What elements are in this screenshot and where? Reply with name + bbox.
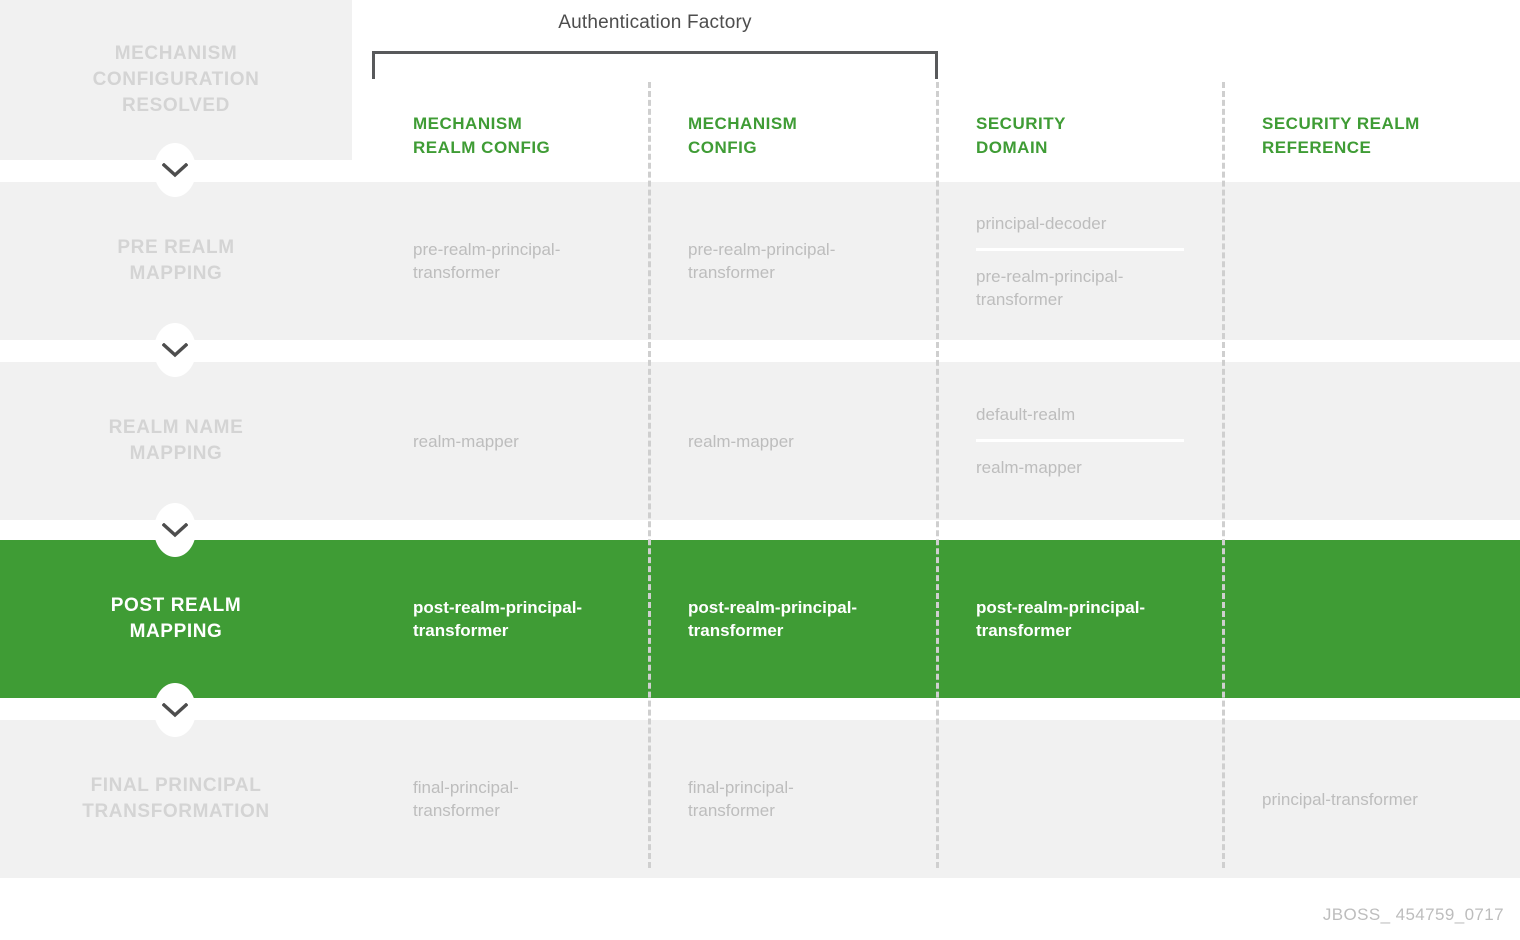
flow-step-icon-4 bbox=[154, 683, 196, 737]
stage-cell: post-realm-principal- transformer bbox=[413, 540, 638, 698]
stage-cell: post-realm-principal- transformer bbox=[688, 540, 923, 698]
stage-row-label: REALM NAME MAPPING bbox=[108, 417, 244, 464]
stage-cell: principal-transformer bbox=[1262, 720, 1512, 878]
stage-cell: final-principal- transformer bbox=[688, 720, 923, 878]
column-divider-3 bbox=[1222, 82, 1225, 868]
cell-divider bbox=[976, 439, 1184, 442]
stage-cell: principal-decoder pre-realm-principal- tr… bbox=[976, 182, 1211, 340]
stage-cell: realm-mapper bbox=[688, 362, 923, 520]
authentication-factory-label: Authentication Factory bbox=[558, 12, 752, 33]
attribute-name: realm-mapper bbox=[413, 431, 519, 451]
attribute-name: realm-mapper bbox=[688, 431, 794, 451]
attribute-name: pre-realm-principal- transformer bbox=[413, 240, 561, 282]
attribute-name: final-principal- transformer bbox=[688, 778, 794, 820]
stage-row: POST REALM MAPPING post-realm-principal- … bbox=[0, 540, 1520, 698]
stage-header-mechanism-configuration-resolved: MECHANISM CONFIGURATION RESOLVED bbox=[0, 0, 352, 160]
column-divider-1 bbox=[648, 82, 651, 868]
attribute-name: post-realm-principal- transformer bbox=[976, 598, 1146, 640]
attribute-name: post-realm-principal- transformer bbox=[688, 598, 858, 640]
column-header-mechanism-realm-config: MECHANISM REALM CONFIG bbox=[413, 114, 551, 157]
column-divider-2 bbox=[936, 82, 939, 868]
cell-divider bbox=[976, 247, 1184, 251]
column-header-security-realm-reference: SECURITY REALM REFERENCE bbox=[1262, 114, 1420, 157]
flow-step-icon-2 bbox=[154, 323, 196, 377]
attribute-name: pre-realm-principal- transformer bbox=[688, 240, 836, 282]
stage-header-label: MECHANISM CONFIGURATION RESOLVED bbox=[92, 43, 260, 116]
stage-cell: pre-realm-principal- transformer bbox=[688, 182, 923, 340]
stage-cell: final-principal- transformer bbox=[413, 720, 638, 878]
column-header-mechanism-config: MECHANISM CONFIG bbox=[688, 114, 798, 157]
chevron-down-icon bbox=[162, 342, 188, 358]
attribute-name: principal-decoder bbox=[976, 213, 1107, 233]
chevron-down-icon bbox=[162, 162, 188, 178]
attribute-name: realm-mapper bbox=[976, 458, 1082, 477]
attribute-name: default-realm bbox=[976, 405, 1076, 424]
stage-cell: post-realm-principal- transformer bbox=[976, 540, 1211, 698]
stage-row-label: PRE REALM MAPPING bbox=[117, 237, 235, 284]
attribute-name: final-principal- transformer bbox=[413, 778, 519, 820]
authentication-factory-bracket bbox=[372, 51, 938, 79]
column-header-security-domain: SECURITY DOMAIN bbox=[976, 114, 1066, 157]
stage-cell: default-realm realm-mapper bbox=[976, 362, 1211, 520]
flow-step-icon-3 bbox=[154, 503, 196, 557]
chevron-down-icon bbox=[162, 702, 188, 718]
stage-row-label: POST REALM MAPPING bbox=[110, 595, 242, 642]
stage-row: PRE REALM MAPPING pre-realm-principal- tr… bbox=[0, 182, 1520, 340]
stage-cell: pre-realm-principal- transformer bbox=[413, 182, 638, 340]
attribute-name: post-realm-principal- transformer bbox=[413, 598, 583, 640]
stage-row: REALM NAME MAPPING realm-mapper realm-mapp… bbox=[0, 362, 1520, 520]
stage-cell: realm-mapper bbox=[413, 362, 638, 520]
stage-row: FINAL PRINCIPAL TRANSFORMATION final-prin… bbox=[0, 720, 1520, 878]
stage-row-label: FINAL PRINCIPAL TRANSFORMATION bbox=[82, 775, 270, 822]
attribute-name: principal-transformer bbox=[1262, 789, 1418, 809]
footer-document-code: JBOSS_ 454759_0717 bbox=[1322, 905, 1504, 924]
attribute-name: pre-realm-principal- transformer bbox=[976, 266, 1124, 309]
flow-step-icon-1 bbox=[154, 143, 196, 197]
chevron-down-icon bbox=[162, 522, 188, 538]
